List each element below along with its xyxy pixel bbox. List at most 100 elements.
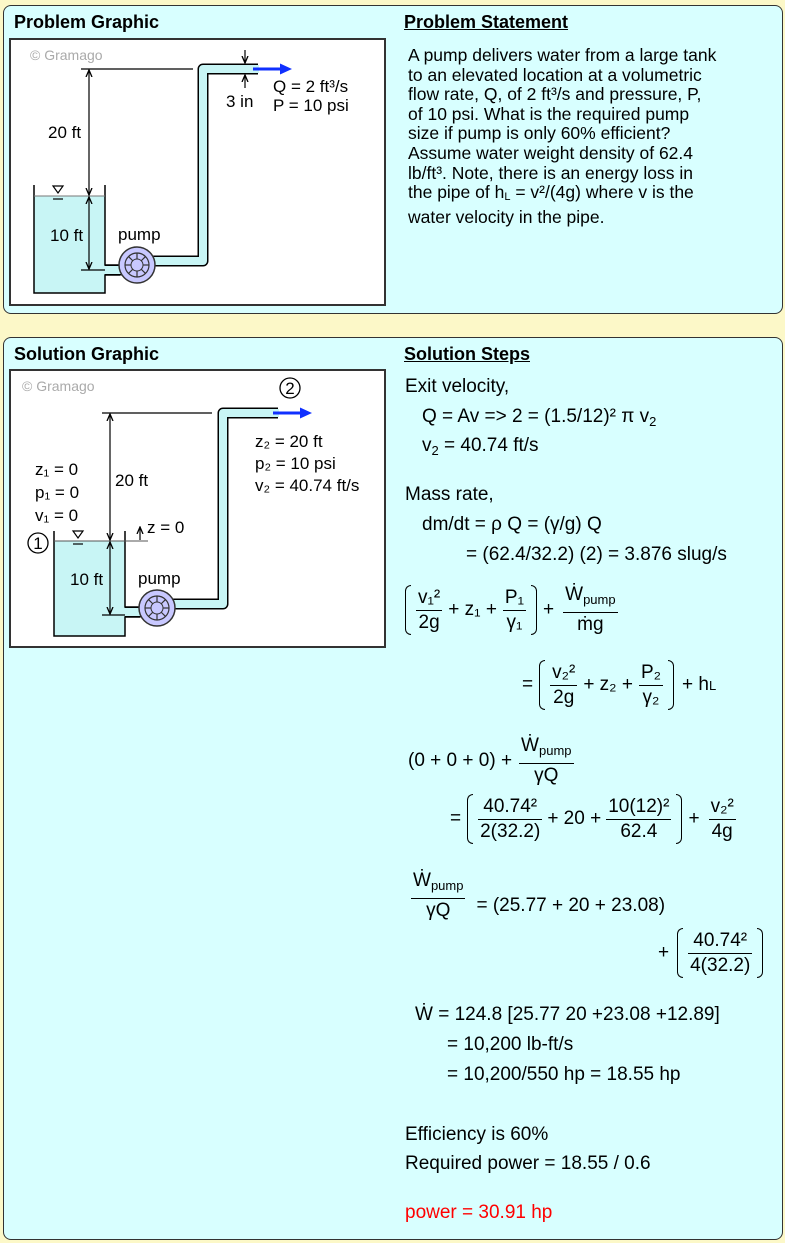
- denominator: γ₂: [638, 684, 663, 709]
- numerator: v₂²: [552, 661, 576, 683]
- text: =: [522, 674, 534, 695]
- pump-label: pump: [138, 569, 181, 588]
- subscript: L: [708, 677, 717, 693]
- point-1-marker: [27, 532, 49, 554]
- bracket-open: [467, 794, 474, 844]
- power-result-1: = 10,200 lb-ft/s: [447, 1034, 574, 1055]
- denominator: 4g: [708, 818, 736, 843]
- numerator: P₂: [640, 661, 661, 683]
- bracket-open: [405, 585, 411, 635]
- height-upper-label: 20 ft: [115, 471, 148, 490]
- answer: power = 30.91 hp: [405, 1202, 553, 1223]
- power-result-2: = 10,200/550 hp = 18.55 hp: [447, 1064, 681, 1085]
- numerator: v₂²: [710, 795, 734, 817]
- problem-diagram: © Gramago 3 in Q = 2 ft³/s P = 10 psi: [9, 38, 386, 306]
- text: +: [688, 808, 700, 829]
- statement-line: lb/ft³. Note, there is an energy loss in: [408, 162, 693, 183]
- copyright-watermark: © Gramago: [30, 47, 103, 63]
- flow-arrow-icon: [300, 407, 312, 419]
- required-power-text: Required power = 18.55 / 0.6: [405, 1153, 651, 1174]
- text: + 20 +: [547, 808, 602, 829]
- solution-steps-title: Solution Steps: [404, 344, 530, 364]
- text: the pipe of h: [408, 182, 505, 203]
- denominator: 2(32.2): [478, 818, 543, 842]
- denominator: 2g: [550, 684, 578, 709]
- p1-label: p₁ = 0: [35, 483, 79, 502]
- text: = (25.77 + 20 + 23.08): [476, 895, 666, 916]
- power-equation: Ẇ = 124.8 [25.77 20 +23.08 +12.89]: [415, 1004, 720, 1025]
- text: +: [658, 942, 670, 963]
- solution-diagram: © Gramago 2 1 z₁ = 0 p₁ = 0: [9, 369, 386, 648]
- subscript: 2: [431, 443, 439, 458]
- problem-statement-title: Problem Statement: [404, 12, 569, 32]
- text: = 40.74 ft/s: [438, 435, 539, 456]
- text: = v²/(4g) where v is the: [510, 182, 694, 203]
- pump-label: pump: [118, 225, 161, 244]
- text: +: [543, 599, 555, 620]
- bracket-close: [531, 585, 538, 635]
- exit-velocity-result: v2 = 40.74 ft/s: [422, 435, 539, 458]
- statement-line: the pipe of hL = v²/(4g) where v is the: [408, 182, 716, 208]
- numerator: Ẇpump: [563, 584, 617, 612]
- exit-velocity-equation: Q = Av => 2 = (1.5/12)² π v2: [422, 406, 656, 429]
- flow-label: Q = 2 ft³/s: [273, 77, 348, 96]
- tank: [33, 185, 120, 294]
- p2-label: p₂ = 10 psi: [255, 454, 336, 473]
- statement-line: to an elevated location at a volumetric: [408, 64, 702, 85]
- height-lower-label: 10 ft: [50, 226, 83, 245]
- numerator: 40.74²: [483, 795, 538, 817]
- denominator: 62.4: [606, 818, 672, 843]
- flow-arrow-icon: [280, 63, 292, 75]
- numerator: v₁²: [418, 586, 441, 608]
- text: + h: [682, 674, 709, 695]
- text: Ẇ: [413, 870, 431, 891]
- denominator: γQ: [519, 763, 574, 787]
- tank-water: [34, 196, 105, 293]
- mass-rate-heading: Mass rate,: [405, 484, 494, 505]
- subscript: L: [504, 191, 511, 204]
- z1-label: z₁ = 0: [35, 460, 78, 479]
- efficiency-text: Efficiency is 60%: [405, 1124, 549, 1145]
- statement-line: water velocity in the pipe.: [408, 206, 605, 227]
- tank: [53, 531, 140, 637]
- point-1-label: 1: [33, 534, 42, 553]
- text: Ẇ: [565, 584, 584, 605]
- denominator: γ₁: [502, 609, 527, 634]
- problem-statement: A pump delivers water from a large tank …: [408, 45, 716, 227]
- numerator: Ẇpump: [411, 870, 465, 898]
- pipe-diameter-label: 3 in: [226, 92, 253, 111]
- z2-label: z₂ = 20 ft: [255, 432, 323, 451]
- solution-graphic-title: Solution Graphic: [14, 344, 160, 364]
- exit-velocity-heading: Exit velocity,: [405, 376, 510, 397]
- text: + z₂ +: [583, 674, 633, 695]
- numerator: Ẇpump: [519, 735, 573, 763]
- point-2-label: 2: [285, 379, 294, 398]
- text: (0 + 0 + 0) +: [408, 750, 513, 771]
- problem-graphic-title: Problem Graphic: [14, 12, 160, 32]
- pump-icon: [118, 246, 156, 284]
- height-upper-label: 20 ft: [48, 123, 81, 142]
- pressure-label: P = 10 psi: [273, 96, 349, 115]
- subscript: pump: [538, 743, 572, 758]
- numerator: 10(12)²: [608, 795, 670, 817]
- statement-line: Assume water weight density of 62.4: [408, 142, 694, 163]
- bracket-open: [539, 660, 546, 710]
- denominator: γQ: [411, 898, 466, 922]
- bracket-close: [668, 660, 674, 710]
- statement-line: flow rate, Q, of 2 ft³/s and pressure, P…: [408, 84, 702, 105]
